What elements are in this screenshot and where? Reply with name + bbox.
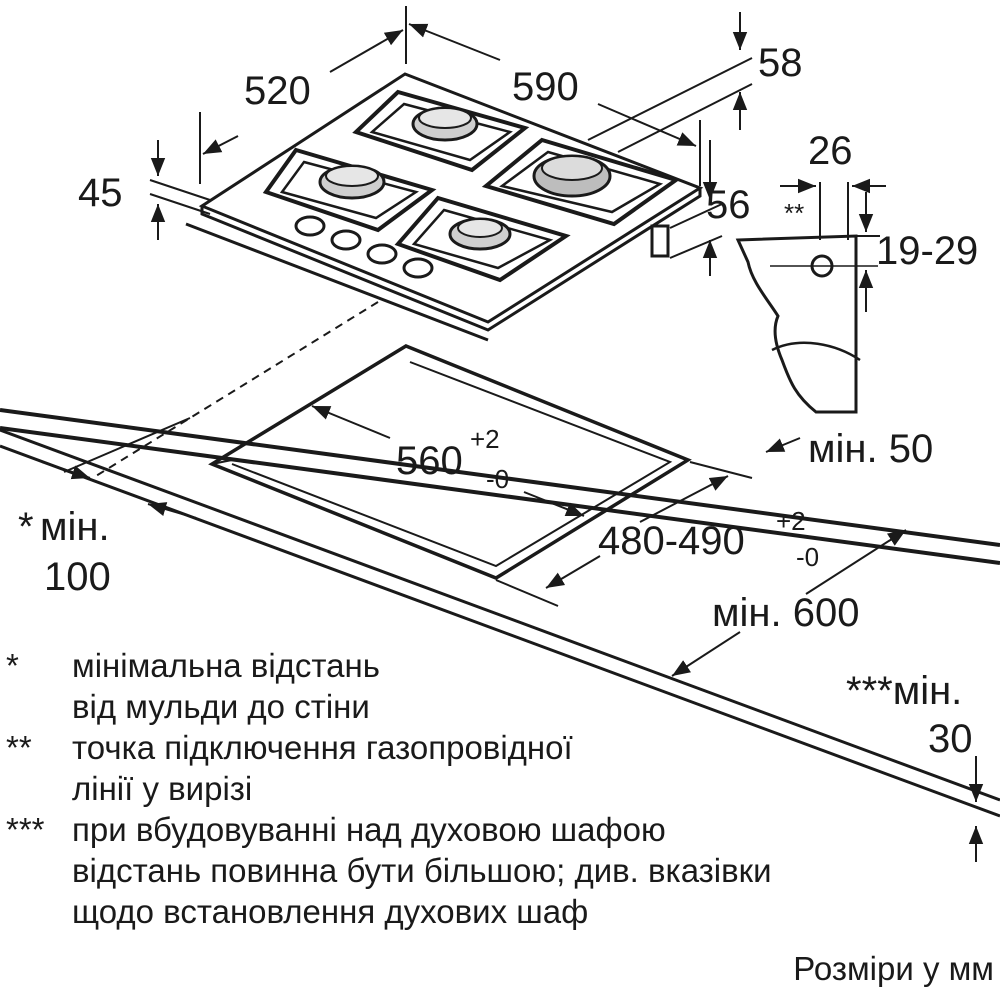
gas-connection-detail	[735, 182, 878, 414]
label-width: 520	[244, 69, 311, 113]
footnote-line: відстань повинна бути більшою; див. вказ…	[72, 852, 772, 889]
units-caption: Розміри у мм	[793, 950, 994, 987]
label-min-depth: мін. 600	[712, 591, 859, 635]
dimension-lines	[41, 6, 984, 862]
burner-grate-front	[394, 195, 571, 283]
label-height: 45	[78, 171, 123, 215]
dimension-labels: 520 590 58 45 56 26 ** 19-29 560 +2 -0 4…	[18, 41, 978, 761]
label-cutout-depth-tol-lower: -0	[796, 542, 819, 572]
gas-connector	[650, 224, 670, 258]
label-cutout-depth-tol-upper: +2	[776, 506, 806, 536]
label-top-offset: 58	[758, 41, 803, 85]
label-min-below-value: 30	[928, 717, 973, 761]
footnote-mark: ***	[6, 811, 45, 848]
label-min-wall: мін.	[40, 505, 110, 549]
label-cutout-width-tol-upper: +2	[470, 424, 500, 454]
label-min-back: мін. 50	[808, 427, 933, 471]
footnote-mark: **	[6, 729, 32, 766]
label-cutout-width: 560	[396, 439, 463, 483]
footnote-line: від мульди до стіни	[72, 688, 370, 725]
footnote-line: мінімальна відстань	[72, 647, 380, 684]
label-min-below: ***мін.	[846, 669, 962, 713]
footnote-line: щодо встановлення духових шаф	[72, 893, 589, 930]
label-gas-height: 19-29	[876, 229, 978, 273]
footnote-line: при вбудовуванні над духовою шафою	[72, 811, 666, 848]
label-min-wall-value: 100	[44, 555, 111, 599]
label-gas-width: 26	[808, 129, 853, 173]
burner-grate-left	[262, 147, 437, 233]
label-depth: 590	[512, 65, 579, 109]
label-cutout-depth: 480-490	[598, 519, 745, 563]
label-min-wall-mark: *	[18, 505, 34, 549]
footnote-mark: *	[6, 647, 19, 684]
label-foot: 56	[706, 183, 751, 227]
footnote-line: точка підключення газопровідної	[72, 729, 573, 766]
label-gas-mark: **	[784, 198, 804, 228]
label-cutout-width-tol-lower: -0	[486, 464, 509, 494]
footnote-line: лінії у вирізі	[72, 770, 253, 807]
gas-hob	[185, 72, 704, 342]
control-knobs	[294, 215, 434, 279]
burner-grate-right	[481, 137, 681, 227]
burner-grate-back	[352, 89, 530, 173]
